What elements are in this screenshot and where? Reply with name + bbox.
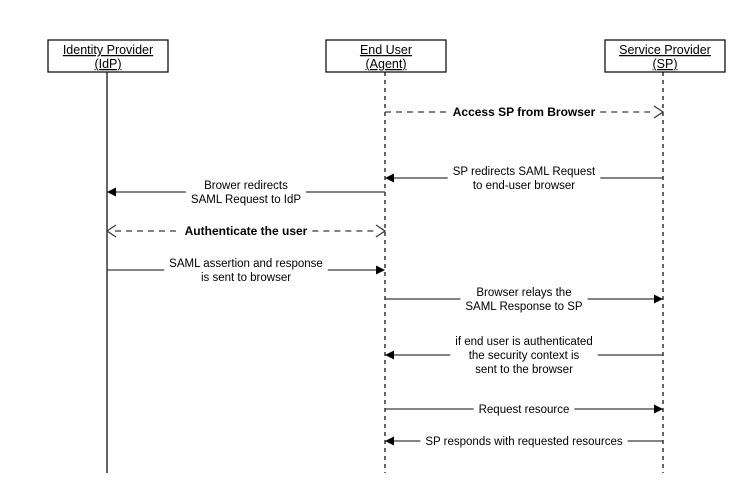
messages-layer: Access SP from Browser SP redirects SAML … [105,105,665,448]
message-label-m6-line1: Browser relays the [476,287,571,299]
message-label-m4-line1: Authenticate the user [185,224,308,238]
message-label-m7-line2: the security context is [469,350,580,362]
arrowhead-right-m8 [654,404,663,414]
message-label-m5-line2: is sent to browser [201,272,291,284]
arrowhead-left-m2 [385,173,394,183]
message-m2[interactable]: SP redirects SAML Request to end-user bro… [385,166,663,192]
actor-box-enduser[interactable]: End User(Agent) [325,39,447,73]
arrowhead-right-m5 [376,265,385,275]
arrowhead-right-m6 [654,294,663,304]
actor-box-rect-idp [47,39,169,73]
actor-box-rect-enduser [325,39,447,73]
actor-name-line1-sp: Service Provider [619,43,711,57]
arrowhead-left-m4 [105,224,117,238]
message-label-m5-line1: SAML assertion and response [169,258,323,270]
message-m4[interactable]: Authenticate the user [105,224,387,238]
message-label-m3-line2: SAML Request to IdP [191,194,301,206]
message-label-m2-line2: to end-user browser [473,180,575,192]
arrowhead-left-m9 [385,436,394,446]
message-label-m7-line3: sent to the browser [475,364,573,376]
lifelines-layer [106,72,664,473]
message-label-m3-line1: Brower redirects [204,180,288,192]
arrowhead-left-m7 [385,350,394,360]
message-m1[interactable]: Access SP from Browser [385,105,665,119]
message-m5[interactable]: SAML assertion and response is sent to br… [107,258,385,284]
arrowhead-right-m1 [653,105,665,119]
actor-name-line2-idp: (IdP) [94,57,121,71]
message-label-m1-line1: Access SP from Browser [453,105,596,119]
message-m7[interactable]: if end user is authenticated the security… [385,336,663,376]
arrowhead-left-m3 [107,187,116,197]
message-m9[interactable]: SP responds with requested resources [385,436,663,448]
message-label-m9-line1: SP responds with requested resources [425,436,623,448]
actor-box-idp[interactable]: Identity Provider(IdP) [47,39,169,73]
actors-layer: Identity Provider(IdP) End User(Agent) Ser… [47,39,726,73]
message-label-m7-line1: if end user is authenticated [455,336,592,348]
message-m8[interactable]: Request resource [385,404,663,416]
message-label-m6-line2: SAML Response to SP [465,301,583,313]
actor-box-rect-sp [604,39,726,73]
actor-box-sp[interactable]: Service Provider(SP) [604,39,726,73]
actor-name-line1-idp: Identity Provider [63,43,153,57]
actor-name-line1-enduser: End User [360,43,412,57]
actor-name-line2-enduser: (Agent) [366,57,407,71]
actor-name-line2-sp: (SP) [653,57,678,71]
arrowhead-right-m4 [375,224,387,238]
message-label-m2-line1: SP redirects SAML Request [453,166,596,178]
message-label-m8-line1: Request resource [479,404,570,416]
